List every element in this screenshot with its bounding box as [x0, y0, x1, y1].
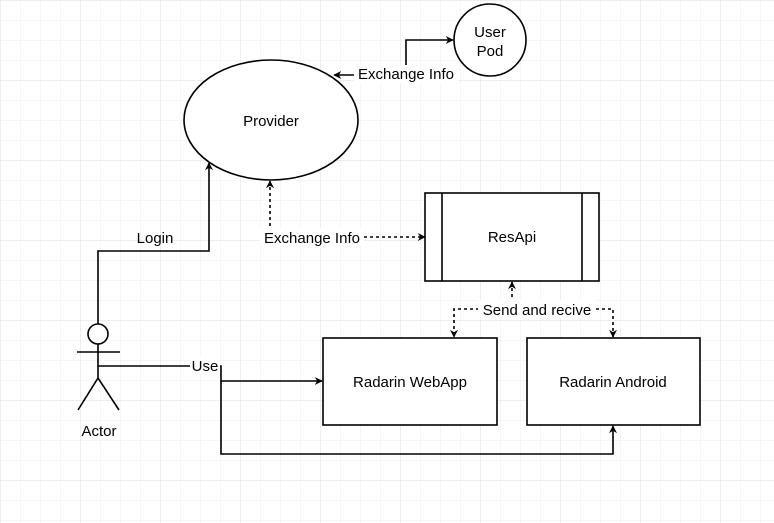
- resapi-label: ResApi: [488, 229, 536, 246]
- login-label: Login: [137, 230, 174, 247]
- android-label: Radarin Android: [559, 374, 667, 391]
- user-pod-label-line1: User: [474, 24, 506, 41]
- actor-right-leg: [97, 377, 120, 411]
- node-resapi[interactable]: ResApi: [424, 192, 600, 282]
- exchange-info-pod-label: Exchange Info: [358, 66, 454, 83]
- webapp-label: Radarin WebApp: [353, 374, 467, 391]
- edge-label-send-and-recive: Send and recive: [478, 300, 596, 319]
- edge-label-use: Use: [190, 357, 220, 375]
- edge-use-webapp[interactable]: [98, 365, 323, 385]
- edge-use-android[interactable]: [220, 381, 617, 455]
- user-pod-label-line2: Pod: [477, 43, 504, 60]
- edge-label-login: Login: [137, 230, 174, 247]
- send-and-recive-label: Send and recive: [483, 302, 591, 319]
- node-radarin-webapp[interactable]: Radarin WebApp: [322, 337, 498, 426]
- node-user-pod[interactable]: User Pod: [453, 3, 527, 77]
- actor-head: [87, 323, 109, 345]
- edge-login[interactable]: [97, 162, 213, 324]
- node-actor[interactable]: Actor: [77, 323, 120, 440]
- edge-label-exchange-info-api: Exchange Info: [260, 228, 364, 247]
- provider-label: Provider: [243, 113, 299, 130]
- use-label: Use: [192, 358, 219, 375]
- edge-label-exchange-info-pod: Exchange Info: [354, 65, 458, 83]
- actor-left-leg: [77, 377, 99, 411]
- exchange-info-api-label: Exchange Info: [264, 230, 360, 247]
- node-provider[interactable]: Provider: [183, 59, 359, 181]
- node-radarin-android[interactable]: Radarin Android: [526, 337, 701, 426]
- actor-label: Actor: [81, 423, 116, 440]
